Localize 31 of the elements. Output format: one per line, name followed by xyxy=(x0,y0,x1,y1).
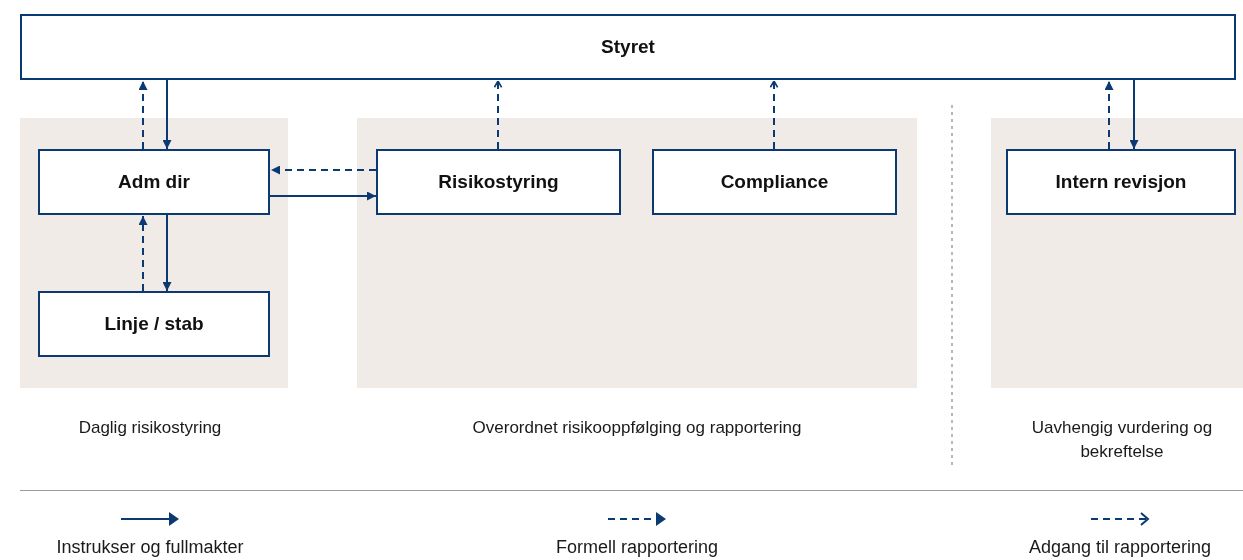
process-box xyxy=(376,149,621,215)
process-box xyxy=(1006,149,1236,215)
node-label: Adm dir xyxy=(118,171,190,193)
group-panel xyxy=(20,118,288,388)
node-label: Compliance xyxy=(720,171,829,193)
arrow xyxy=(1129,79,1139,150)
arrow xyxy=(162,214,172,292)
arrow xyxy=(270,165,377,175)
group-caption: Uavhengig vurdering og bekreftelse xyxy=(1030,417,1214,463)
process-box xyxy=(38,149,270,215)
group-panel xyxy=(357,118,917,388)
arrow xyxy=(269,191,377,201)
process-box xyxy=(20,14,1236,80)
node-label: Risikostyring xyxy=(438,171,559,193)
arrow xyxy=(138,80,148,150)
arrow xyxy=(1104,80,1114,150)
legend-label: Instrukser og fullmakter xyxy=(56,537,244,558)
arrow xyxy=(138,215,148,292)
group-panel xyxy=(991,118,1243,388)
process-box xyxy=(38,291,270,357)
arrow xyxy=(769,80,779,150)
group-caption: Daglig risikostyring xyxy=(77,417,223,439)
legend-label: Formell rapportering xyxy=(555,537,719,558)
legend-label: Adgang til rapportering xyxy=(1028,537,1212,558)
node-label: Styret xyxy=(601,36,655,58)
node-label: Linje / stab xyxy=(104,313,204,335)
arrow xyxy=(162,79,172,150)
arrow xyxy=(493,80,503,150)
process-box xyxy=(652,149,897,215)
node-label: Intern revisjon xyxy=(1055,171,1187,193)
group-caption: Overordnet risikooppfølging og rapportering xyxy=(471,417,803,439)
